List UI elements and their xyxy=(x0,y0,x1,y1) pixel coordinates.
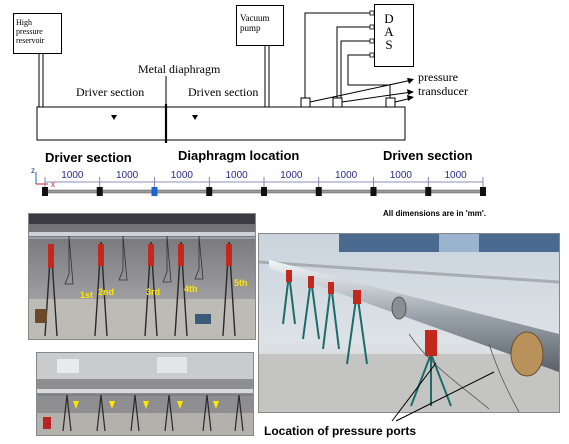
vacuum-pump-box xyxy=(236,5,284,46)
diaphragm-location-heading: Diaphragm location xyxy=(178,148,300,163)
shock-tube-schematic xyxy=(36,10,414,143)
das-label: D A S xyxy=(384,11,394,52)
stand-label: 3rd xyxy=(146,287,161,297)
dimension-label: 1000 xyxy=(280,170,303,181)
diaphragm-flange xyxy=(151,187,158,196)
axis-z-label: z xyxy=(31,166,35,175)
tube-flange xyxy=(261,187,267,196)
metal-diaphragm-label: Metal diaphragm xyxy=(138,62,221,76)
tube-flange xyxy=(425,187,432,196)
dimension-label: 1000 xyxy=(61,170,84,181)
dimension-bar xyxy=(35,172,486,196)
dimension-label: 1000 xyxy=(444,170,467,181)
das-box xyxy=(374,4,414,67)
dimension-label: 1000 xyxy=(389,170,412,181)
axis-x-label: x xyxy=(51,180,55,189)
tube-flange xyxy=(480,187,486,196)
driven-section-heading: Driven section xyxy=(383,148,473,163)
dimension-label: 1000 xyxy=(170,170,193,181)
stand-label: 5th xyxy=(234,278,248,288)
reservoir-box xyxy=(13,13,62,54)
driver-section-heading: Driver section xyxy=(45,150,132,165)
driver-section-label: Driver section xyxy=(76,85,145,99)
pressure-transducer-label-2: transducer xyxy=(418,84,468,98)
photo-stands xyxy=(28,213,256,340)
dimension-note: All dimensions are in 'mm'. xyxy=(383,209,486,218)
vacuum-pump-label: Vacuum pump xyxy=(240,13,270,33)
driven-section-label: Driven section xyxy=(188,85,259,99)
photo-tube-perspective xyxy=(258,233,560,413)
tube-flange xyxy=(96,187,103,196)
dimension-label: 1000 xyxy=(225,170,248,181)
stand-label: 4th xyxy=(184,284,198,294)
tube-flange xyxy=(370,187,377,196)
dimension-label: 1000 xyxy=(116,170,139,181)
tube-flange xyxy=(315,187,322,196)
dimension-label: 1000 xyxy=(335,170,358,181)
pressure-ports-caption: Location of pressure ports xyxy=(264,424,417,438)
reservoir-label: High pressure reservoir xyxy=(16,18,45,45)
stand-label: 1st xyxy=(80,290,94,300)
tube-body xyxy=(36,106,406,141)
stand-label: 2nd xyxy=(98,287,115,297)
photo-ports-side xyxy=(36,352,254,436)
tube-flange xyxy=(206,187,213,196)
tube-flange xyxy=(42,187,48,196)
pressure-transducer-label-1: pressure xyxy=(418,70,458,84)
